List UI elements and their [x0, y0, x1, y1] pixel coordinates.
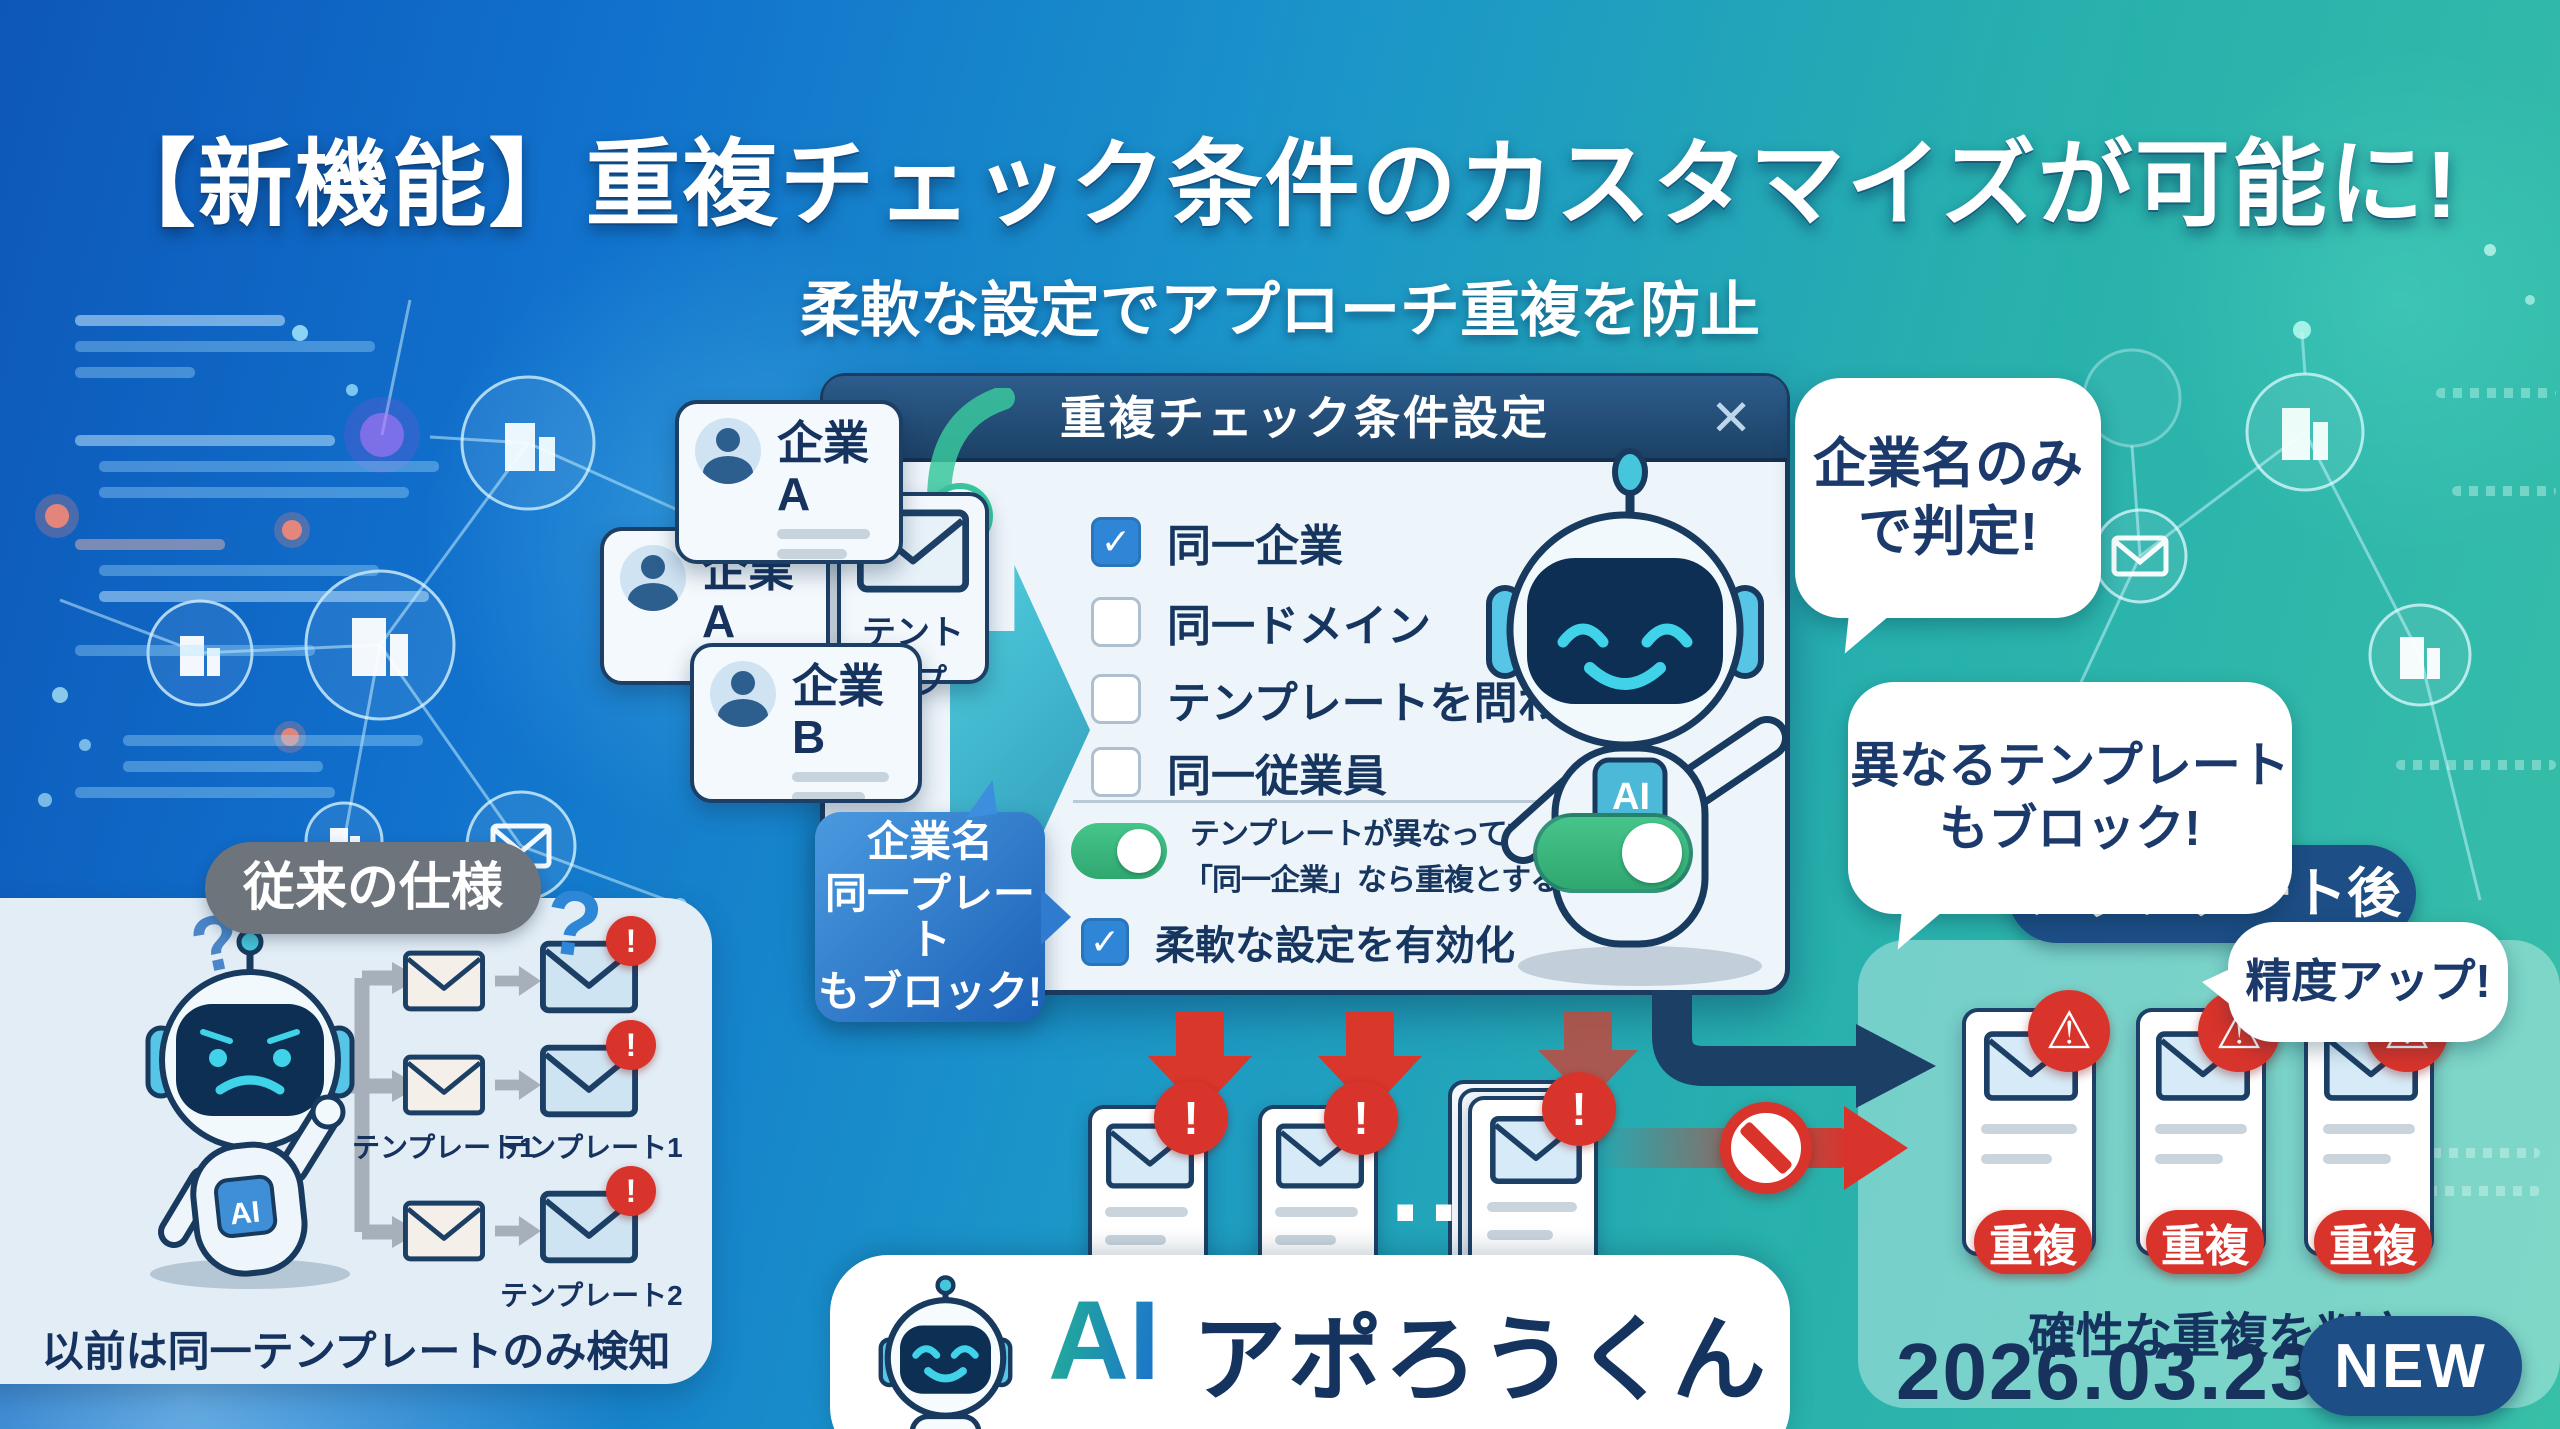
- person-avatar-icon: [620, 545, 686, 611]
- duplicate-detected-card: ⚠ 重複: [1962, 990, 2110, 1274]
- release-date: 2026.03.23: [1896, 1327, 2317, 1416]
- logo-robot-icon: [878, 1275, 1013, 1429]
- sent-mail-icon: [403, 950, 485, 1012]
- checkbox-checked-icon[interactable]: ✓: [1091, 517, 1141, 567]
- checkbox-unchecked-icon[interactable]: [1091, 597, 1141, 647]
- option-label: 同一ドメイン: [1167, 602, 1431, 651]
- option-label: 同一企業: [1167, 522, 1343, 571]
- red-down-arrow: [1148, 1012, 1252, 1112]
- template-label: テンプレート1: [352, 1132, 535, 1163]
- sent-mail-icon: [403, 1054, 485, 1116]
- logo-ai-text: AI: [1048, 1278, 1160, 1403]
- checkbox-checked-icon[interactable]: ✓: [1081, 918, 1129, 966]
- checkbox-unchecked-icon[interactable]: [1091, 674, 1141, 724]
- option-same-employee[interactable]: 同一従業員: [1091, 740, 1387, 804]
- prohibition-icon: [1720, 1102, 1812, 1194]
- dialog-divider: [1073, 800, 1551, 803]
- option-label: 同一従業員: [1167, 752, 1387, 801]
- toggle-knob[interactable]: [1117, 829, 1161, 873]
- person-avatar-icon: [695, 418, 761, 484]
- company-name: 企業B: [792, 660, 884, 763]
- template-label: テンプレート1: [500, 1132, 683, 1163]
- callout-line: もブロック!: [818, 968, 1042, 1016]
- toggle-label-line2: 「同一企業」なら重複とする: [1183, 864, 1560, 897]
- template-label: テンプレート2: [500, 1280, 683, 1311]
- glow-decor: [2140, 40, 2560, 560]
- page-title: 【新機能】重複チェック条件のカスタマイズが可能に!: [100, 131, 2460, 238]
- callout-line: 同一プレート: [824, 869, 1035, 963]
- company-name: 企業A: [702, 544, 794, 647]
- contact-card: 企業B テンプレート2: [690, 643, 922, 803]
- confused-robot-mascot: [145, 928, 355, 1289]
- red-down-arrow: [1318, 1012, 1422, 1112]
- page-subtitle: 柔軟な設定でアプローチ重複を防止: [800, 276, 1760, 344]
- legacy-caption: 以前は同一テンプレートのみ検知: [41, 1328, 671, 1375]
- person-avatar-icon: [710, 661, 776, 727]
- duplicate-badge: 重複: [1974, 1210, 2092, 1274]
- speech-line: 精度アップ!: [2245, 955, 2491, 1008]
- logo-name-text: アポろうくん: [1192, 1307, 1769, 1412]
- alert-badge: !: [1542, 1072, 1616, 1146]
- option-label: 柔軟な設定を有効化: [1155, 924, 1515, 968]
- alert-badge: !: [606, 1020, 656, 1070]
- speech-line: もブロック!: [1939, 802, 2201, 856]
- checkbox-unchecked-icon[interactable]: [1091, 747, 1141, 797]
- duplicate-badge: 重複: [2146, 1210, 2264, 1274]
- toggle-knob[interactable]: [1622, 823, 1682, 883]
- strict-mode-toggle[interactable]: [1071, 823, 1167, 879]
- binary-decor: [2396, 760, 2556, 770]
- duplicate-mail-icon: [540, 1190, 638, 1264]
- binary-decor: [2360, 1186, 2540, 1196]
- held-toggle[interactable]: [1533, 813, 1693, 893]
- callout-line: 企業名: [866, 817, 993, 865]
- option-same-domain[interactable]: 同一ドメイン: [1091, 590, 1431, 654]
- close-icon[interactable]: ✕: [1710, 390, 1755, 446]
- company-name: 企業A: [777, 417, 869, 520]
- speech-line: 異なるテンプレート: [1850, 739, 2290, 794]
- alert-badge: !: [1154, 1081, 1228, 1155]
- option-flexible-settings[interactable]: ✓ 柔軟な設定を有効化: [1081, 913, 1515, 971]
- binary-decor: [2436, 388, 2556, 398]
- legacy-badge: 従来の仕様: [205, 842, 541, 934]
- code-text-decor: [75, 315, 475, 815]
- red-down-arrow: [1538, 1012, 1638, 1102]
- speech-bubble-accuracy: 精度アップ!: [2202, 922, 2508, 1042]
- new-badge: NEW: [2300, 1316, 2522, 1416]
- robot-chest-ai-label: AI: [1612, 776, 1650, 818]
- sent-mail-icon: [403, 1200, 485, 1262]
- contact-card: 企業A テンプレート1: [675, 400, 903, 564]
- block-callout-bubble: 企業名 同一プレート もブロック!: [815, 812, 1045, 1022]
- speech-line: 企業名のみ: [1813, 433, 2083, 494]
- binary-decor: [2330, 1148, 2540, 1158]
- assistant-robot-mascot: [1486, 448, 1789, 986]
- warning-triangle-badge: ⚠: [2028, 990, 2110, 1072]
- option-same-company[interactable]: ✓ 同一企業: [1091, 510, 1343, 574]
- alert-badge: !: [606, 1166, 656, 1216]
- speech-bubble-company-only: 企業名のみ で判定!: [1795, 378, 2101, 618]
- building-icon: [180, 408, 2440, 858]
- duplicate-badge: 重複: [2314, 1210, 2432, 1274]
- new-badge-label: NEW: [2334, 1331, 2488, 1401]
- navy-arrowhead: [1856, 1024, 1936, 1108]
- toggle-label-line1: テンプレートが異なっても: [1190, 818, 1535, 851]
- speech-bubble-block-templates: 異なるテンプレート もブロック!: [1848, 682, 2292, 914]
- alert-badge: !: [606, 916, 656, 966]
- alert-badge: !: [1324, 1081, 1398, 1155]
- red-arrowhead: [1844, 1106, 1908, 1190]
- binary-decor: [2452, 486, 2556, 496]
- dialog-title: 重複チェック条件設定: [1060, 392, 1550, 444]
- speech-line: で判定!: [1858, 502, 2038, 562]
